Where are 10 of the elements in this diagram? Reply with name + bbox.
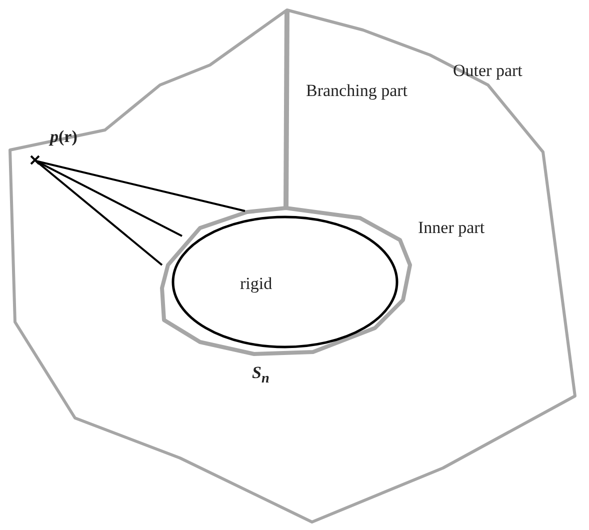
body-label: rigid	[240, 275, 272, 292]
line	[36, 160, 246, 212]
region-label: Outer part	[453, 62, 522, 79]
line	[35, 160, 163, 266]
point-label: p(r)	[50, 128, 78, 145]
region-label: Inner part	[418, 219, 485, 236]
branch-line	[284, 10, 290, 208]
surface-label: S$_{n}$	[252, 364, 270, 386]
line	[36, 160, 182, 237]
edge-label: Branching part	[306, 82, 408, 99]
